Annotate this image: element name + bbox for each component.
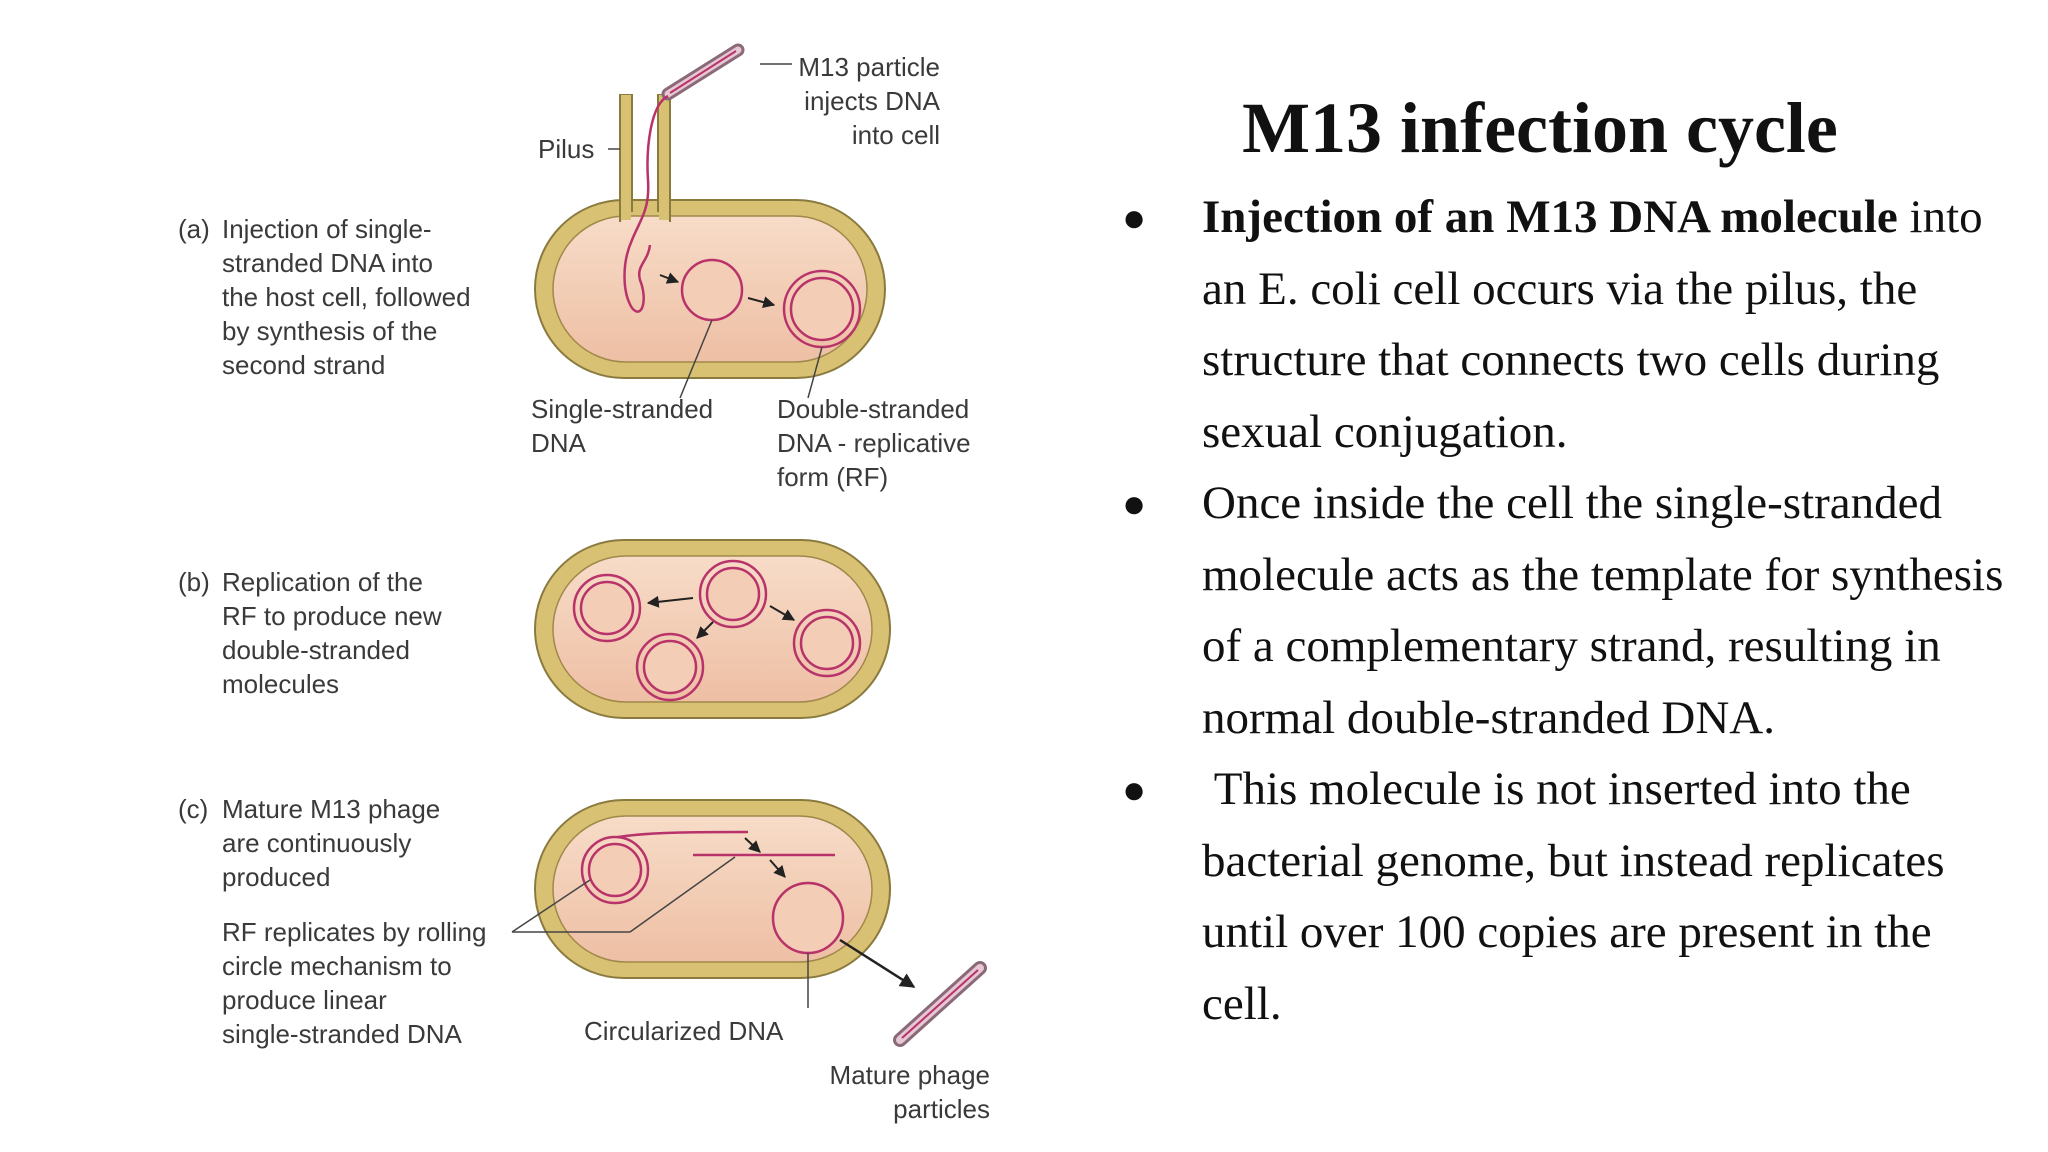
circularized-dna-circle bbox=[771, 881, 845, 955]
m13-particle-label: M13 particle injects DNA into cell bbox=[798, 52, 940, 150]
page-title: M13 infection cycle bbox=[1242, 88, 1838, 169]
panel-c-tag: (c) bbox=[178, 794, 209, 824]
mature-particles-label: Mature phage particles bbox=[829, 1060, 990, 1124]
bullet-dot-icon: ● bbox=[1122, 767, 1147, 812]
pilus-label: Pilus bbox=[538, 134, 595, 164]
bullet-item: ● Injection of an M13 DNA molecule into a… bbox=[1108, 182, 2008, 468]
rolling-circle-rf bbox=[580, 835, 650, 905]
circularized-label: Circularized DNA bbox=[584, 1016, 784, 1046]
m13-particle-icon bbox=[661, 43, 745, 101]
bullet-text: Once inside the cell the single-stranded… bbox=[1202, 477, 2004, 744]
rf-molecule bbox=[698, 559, 768, 629]
single-stranded-dna-circle bbox=[680, 258, 744, 322]
bullet-dot-icon: ● bbox=[1122, 195, 1147, 240]
bullet-text: into an E. coli cell occurs via the pilu… bbox=[1202, 191, 1983, 458]
figure-drawing bbox=[511, 43, 987, 1047]
rf-molecule bbox=[635, 632, 705, 702]
m13-cycle-figure: (a) Injection of single- stranded DNA in… bbox=[178, 43, 990, 1124]
cell-a bbox=[534, 43, 886, 399]
bullet-dot-icon: ● bbox=[1122, 481, 1147, 526]
rf-molecule bbox=[792, 608, 862, 678]
panel-a-tag: (a) bbox=[178, 214, 210, 244]
bullet-text: This molecule is not inserted into the b… bbox=[1202, 763, 1945, 1030]
bullet-item: ● Once inside the cell the single-strande… bbox=[1108, 468, 2008, 754]
cell-c bbox=[511, 799, 987, 1047]
cell-b bbox=[534, 539, 891, 719]
bullet-list: ● Injection of an M13 DNA molecule into a… bbox=[1108, 182, 2008, 1040]
bullet-bold: Injection of an M13 DNA molecule bbox=[1202, 191, 1898, 243]
mature-phage-particle-icon bbox=[893, 961, 987, 1047]
panel-b-tag: (b) bbox=[178, 567, 210, 597]
panel-a-caption: Injection of single- stranded DNA into t… bbox=[222, 214, 471, 380]
double-stranded-label: Double-stranded DNA - replicative form (… bbox=[777, 394, 971, 492]
injected-dna-strand bbox=[623, 94, 669, 313]
single-stranded-label: Single-stranded DNA bbox=[531, 394, 714, 458]
panel-c-caption: Mature M13 phage are continuously produc… bbox=[222, 794, 441, 892]
rf-molecule bbox=[572, 573, 642, 643]
rolling-circle-label: RF replicates by rolling circle mechanis… bbox=[222, 917, 487, 1049]
linear-ssdna bbox=[617, 830, 749, 839]
panel-b-caption: Replication of the RF to produce new dou… bbox=[222, 567, 442, 699]
bullet-item: ● This molecule is not inserted into the… bbox=[1108, 754, 2008, 1040]
